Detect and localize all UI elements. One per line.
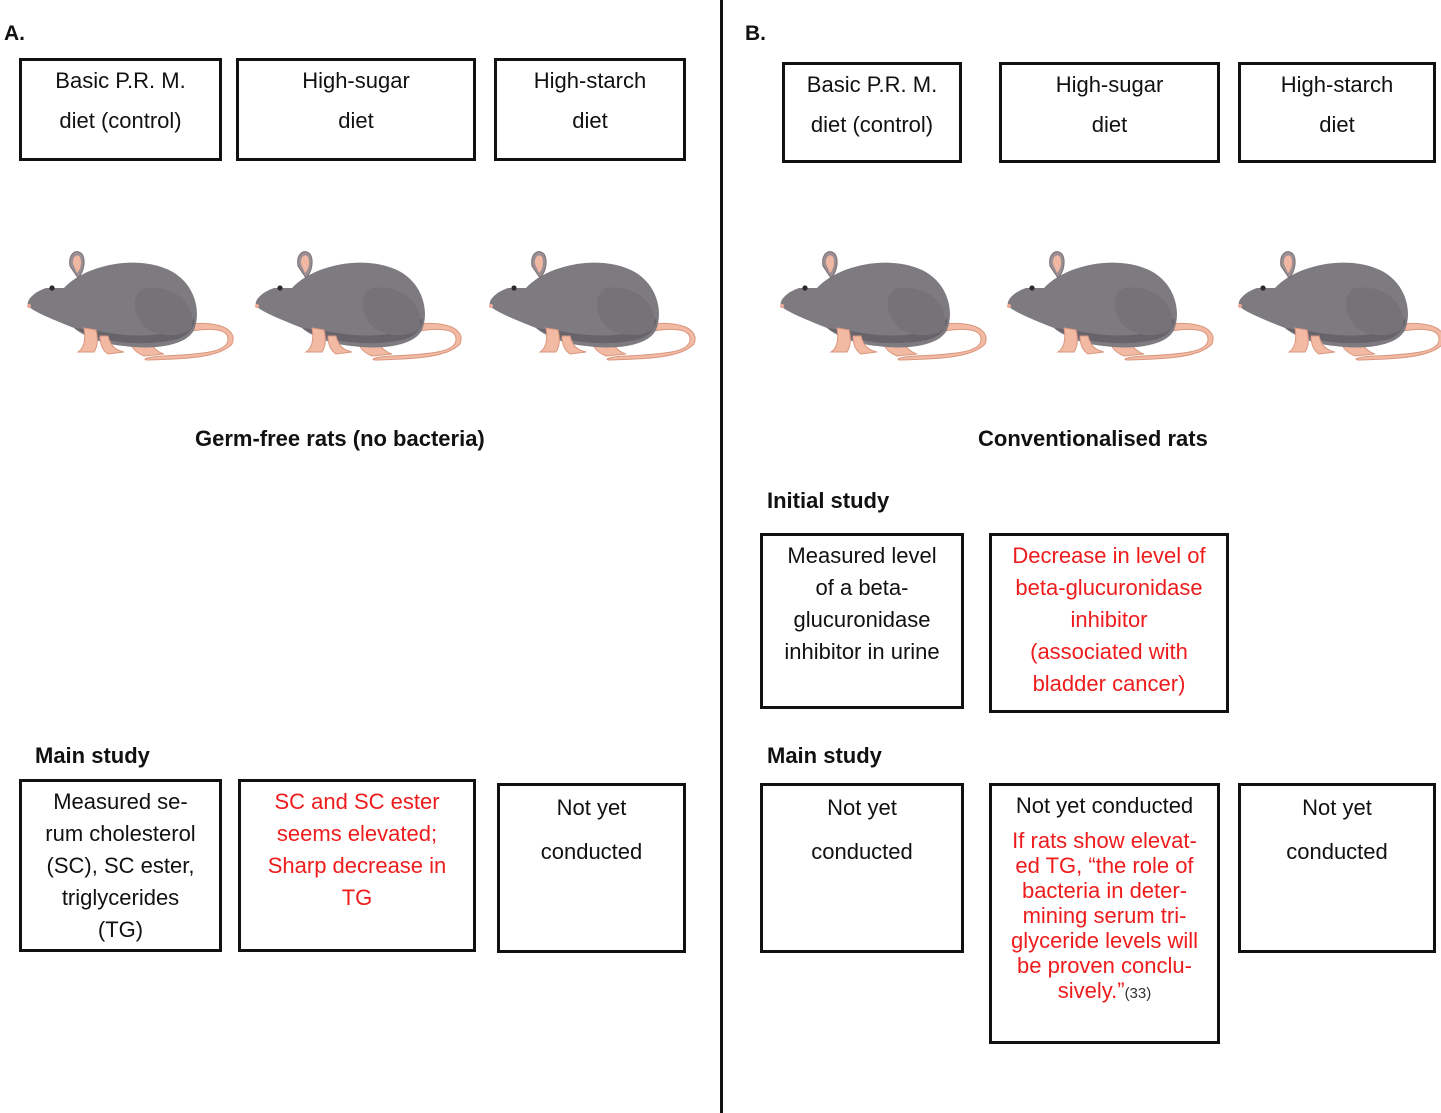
panel-a-diet-control-box: Basic P.R. M. diet (control) — [19, 58, 222, 161]
rat-icon — [1004, 248, 1214, 371]
box-line: of a beta- — [815, 575, 909, 600]
box-line: High-starch — [1280, 72, 1394, 97]
box-line: inhibitor in urine — [784, 639, 940, 664]
panel-a-main-not-conducted-box: Not yet conducted — [497, 783, 686, 953]
box-line: (TG) — [97, 917, 144, 942]
box-line: High-sugar — [1055, 72, 1164, 97]
box-line: conducted — [811, 839, 913, 864]
box-line: Basic P.R. M. — [55, 68, 186, 93]
panel-a-diet-high-sugar-box: High-sugar diet — [236, 58, 476, 161]
box-line: TG — [341, 885, 373, 910]
box-line: (associated with — [1030, 639, 1188, 664]
box-line-with-citation: sively.”(33) — [992, 978, 1217, 1006]
panel-a-main-result-box: SC and SC ester seems elevated; Sharp de… — [238, 779, 476, 952]
panel-b-diet-high-starch-box: High-starch diet — [1238, 62, 1436, 163]
panel-b-label: B. — [745, 22, 766, 45]
hypothesis-text: If rats show elevat- ed TG, “the role of… — [992, 826, 1217, 1006]
panel-a-diet-high-starch-box: High-starch diet — [494, 58, 686, 161]
rat-icon — [777, 248, 987, 371]
panel-b-initial-measured-box: Measured level of a beta- glucuronidase … — [760, 533, 964, 709]
rat-icon — [486, 248, 696, 371]
panel-b-main-not-conducted-box-2: Not yet conducted — [1238, 783, 1436, 953]
box-line: (SC), SC ester, — [46, 853, 195, 878]
box-line: diet — [572, 108, 608, 133]
panel-b-initial-result-box: Decrease in level of beta-glucuronidase … — [989, 533, 1229, 713]
box-line: bacteria in deter- — [1021, 878, 1188, 903]
box-line: conducted — [540, 839, 643, 864]
panel-a-main-measured-box: Measured se- rum cholesterol (SC), SC es… — [19, 779, 222, 952]
box-line: beta-glucuronidase — [1015, 575, 1203, 600]
box-line: Not yet — [556, 795, 627, 820]
box-line: glucuronidase — [793, 607, 931, 632]
rat-icon — [24, 248, 234, 371]
box-line: Decrease in level of — [1012, 543, 1206, 568]
box-line: inhibitor — [1070, 607, 1148, 632]
panel-divider — [720, 0, 723, 1113]
box-line: rum cholesterol — [45, 821, 196, 846]
box-line: diet (control) — [810, 112, 934, 137]
box-line: mining serum tri- — [1022, 903, 1187, 928]
panel-b-initial-study-heading: Initial study — [767, 488, 890, 513]
box-line: Sharp decrease in — [267, 853, 447, 878]
panel-b-diet-high-sugar-box: High-sugar diet — [999, 62, 1220, 163]
panel-a-rats-caption: Germ-free rats (no bacteria) — [195, 426, 485, 451]
box-title: Not yet conducted — [1015, 793, 1194, 818]
box-line: conducted — [1286, 839, 1388, 864]
box-line: Measured se- — [53, 789, 188, 814]
box-line: Measured level — [787, 543, 937, 568]
box-line: diet — [1319, 112, 1355, 137]
box-line: diet (control) — [59, 108, 182, 133]
box-line: sively.” — [1057, 978, 1125, 1003]
box-line: diet — [1091, 112, 1128, 137]
box-line: triglycerides — [61, 885, 180, 910]
panel-a-main-study-heading: Main study — [35, 743, 150, 768]
panel-b-main-hypothesis-box: Not yet conducted If rats show elevat- e… — [989, 783, 1220, 1044]
box-line: SC and SC ester — [274, 789, 440, 814]
box-line: High-sugar — [302, 68, 410, 93]
box-line: glyceride levels will — [1010, 928, 1199, 953]
box-line: be proven conclu- — [1017, 953, 1192, 978]
box-line: ed TG, “the role of — [1015, 853, 1194, 878]
box-line: seems elevated; — [276, 821, 438, 846]
rat-icon — [252, 248, 462, 371]
citation: (33) — [1124, 985, 1152, 1002]
box-line: diet — [338, 108, 374, 133]
box-line: Basic P.R. M. — [806, 72, 938, 97]
panel-a-label: A. — [4, 22, 25, 45]
rat-icon — [1235, 248, 1441, 371]
box-line: If rats show elevat- — [1012, 828, 1197, 853]
box-line: bladder cancer) — [1032, 671, 1186, 696]
panel-b-main-not-conducted-box-1: Not yet conducted — [760, 783, 964, 953]
panel-b-rats-caption: Conventionalised rats — [978, 426, 1208, 451]
box-line: Not yet — [1302, 795, 1372, 820]
panel-b-main-study-heading: Main study — [767, 743, 882, 768]
box-line: Not yet — [827, 795, 897, 820]
panel-b-diet-control-box: Basic P.R. M. diet (control) — [782, 62, 962, 163]
box-line: High-starch — [533, 68, 647, 93]
